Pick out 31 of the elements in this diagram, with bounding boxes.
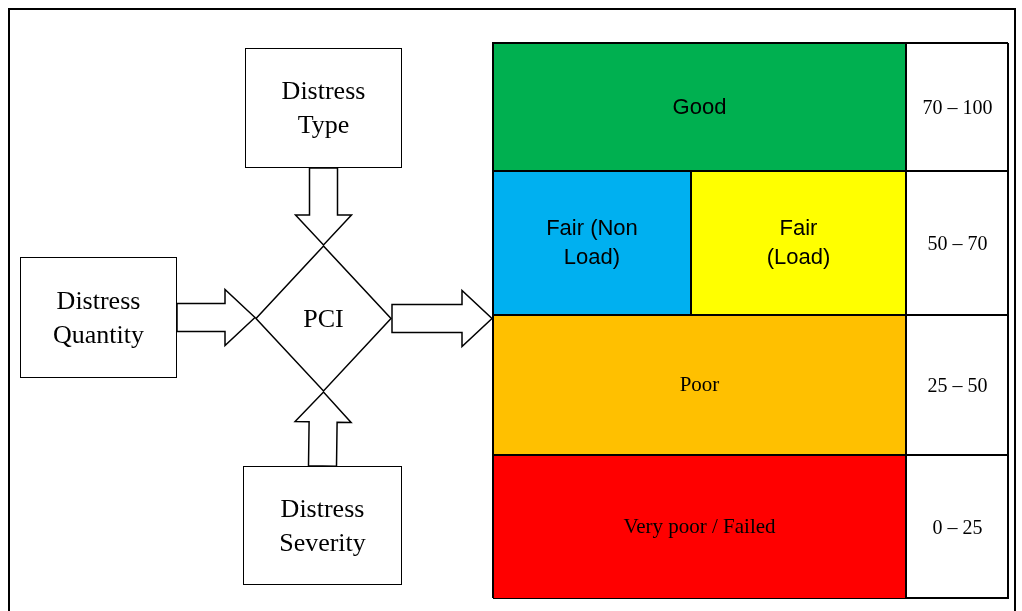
block-arrow: [391, 288, 494, 349]
rating-label: Poor: [679, 371, 720, 399]
rating-label: Fair (Non Load): [545, 214, 639, 271]
rating-label: Very poor / Failed: [623, 513, 776, 541]
block-arrow: [293, 167, 354, 247]
range-cell: [906, 43, 1009, 171]
rating-band: [493, 315, 906, 455]
process-box: [245, 48, 402, 168]
rating-label: Fair (Load): [765, 214, 832, 271]
node-label: Distress Quantity: [52, 284, 145, 351]
process-box: [243, 466, 402, 585]
range-label: 0 – 25: [932, 515, 983, 540]
rating-table: [492, 42, 1008, 598]
range-label: 25 – 50: [927, 373, 988, 398]
rating-label: Good: [672, 92, 727, 121]
rating-band: [691, 171, 906, 315]
rating-band: [493, 43, 906, 171]
range-label: 50 – 70: [927, 231, 988, 256]
range-cell: [906, 171, 1009, 315]
range-cell: [906, 315, 1009, 455]
rating-band: [493, 455, 906, 599]
node-label: Distress Severity: [278, 492, 367, 559]
range-cell: [906, 455, 1009, 599]
process-box: [20, 257, 177, 378]
block-arrow: [293, 390, 353, 467]
node-label: PCI: [303, 302, 344, 335]
rating-band: [493, 171, 691, 315]
block-arrow: [176, 287, 257, 348]
decision-diamond: [255, 245, 392, 392]
node-label: Distress Type: [280, 75, 367, 141]
range-label: 70 – 100: [922, 95, 993, 120]
